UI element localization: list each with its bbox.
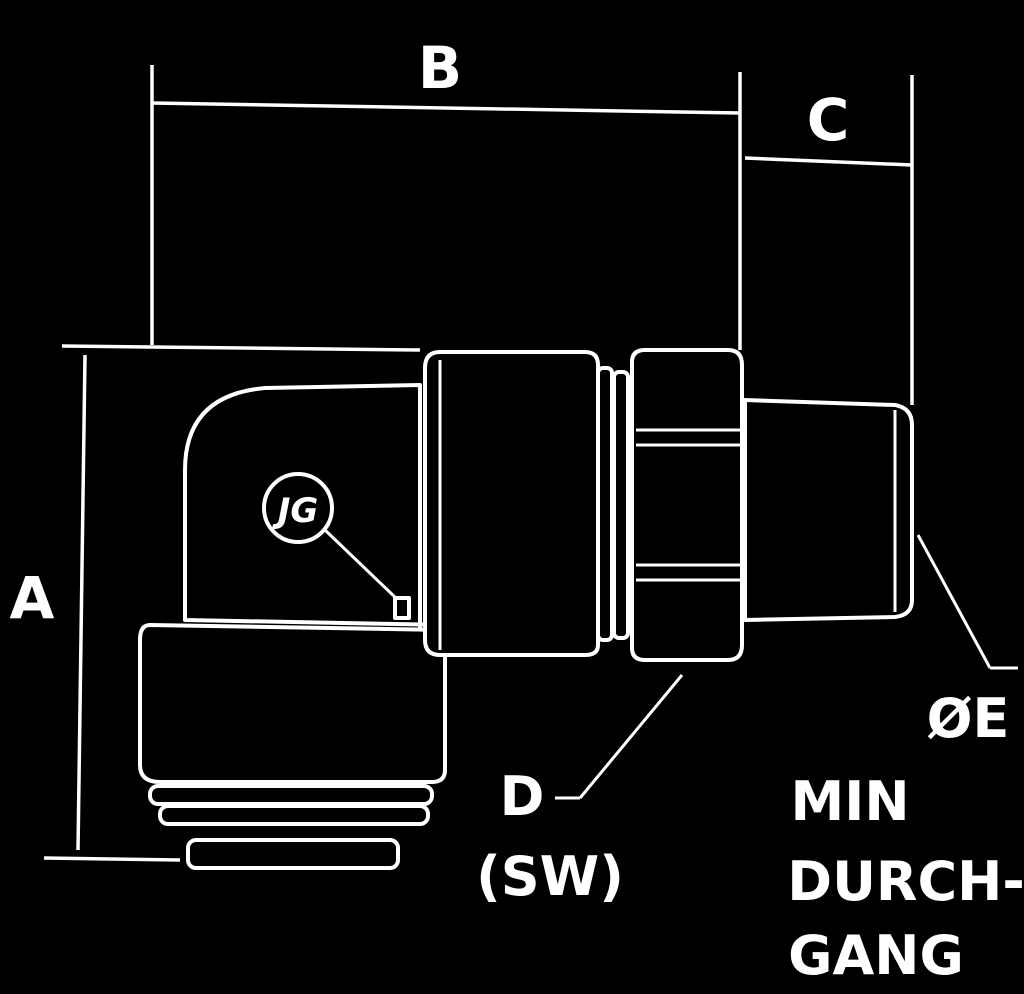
c-dimension-line [744, 156, 913, 167]
collet-ring-2 [158, 804, 430, 826]
logo-tab [393, 596, 411, 620]
groove-2 [612, 370, 630, 640]
stud-outline [743, 398, 914, 622]
b-dimension-line [151, 101, 741, 115]
jg-logo: JG [262, 472, 411, 620]
logo-leader [323, 528, 400, 602]
e-leader [916, 534, 992, 669]
label-e-note-2: DURCH- [787, 850, 1024, 913]
label-e: ØE [927, 687, 1010, 750]
a-extension-bottom [43, 856, 181, 862]
horizontal-collet-body [423, 350, 600, 657]
threaded-stud [743, 398, 914, 622]
logo-text: JG [272, 491, 319, 531]
dimension-a: A [10, 344, 421, 862]
dimension-c: C [744, 75, 914, 405]
collet-cap [186, 838, 400, 870]
label-b: B [418, 34, 462, 102]
groove-1 [596, 366, 614, 642]
d-leader [578, 674, 684, 799]
label-a: A [10, 564, 55, 632]
label-e-note-1: MIN [790, 770, 909, 833]
collet-ring-1 [148, 784, 434, 806]
dimension-b: B [150, 34, 742, 350]
label-e-note-3: GANG [788, 924, 964, 987]
elbow-body [138, 383, 452, 870]
label-d-note: (SW) [476, 845, 624, 908]
dimension-e: ØE MIN DURCH- GANG [787, 534, 1024, 987]
vertical-collet-body [138, 623, 447, 784]
dimension-d: D (SW) [476, 674, 684, 908]
a-extension-top [61, 344, 421, 352]
horizontal-body [423, 350, 630, 657]
logo-circle [262, 472, 334, 544]
hex-nut [630, 348, 744, 662]
label-d: D [500, 765, 545, 828]
hex-nut-outline [630, 348, 744, 662]
label-c: C [807, 86, 850, 154]
a-dimension-line [76, 354, 87, 851]
